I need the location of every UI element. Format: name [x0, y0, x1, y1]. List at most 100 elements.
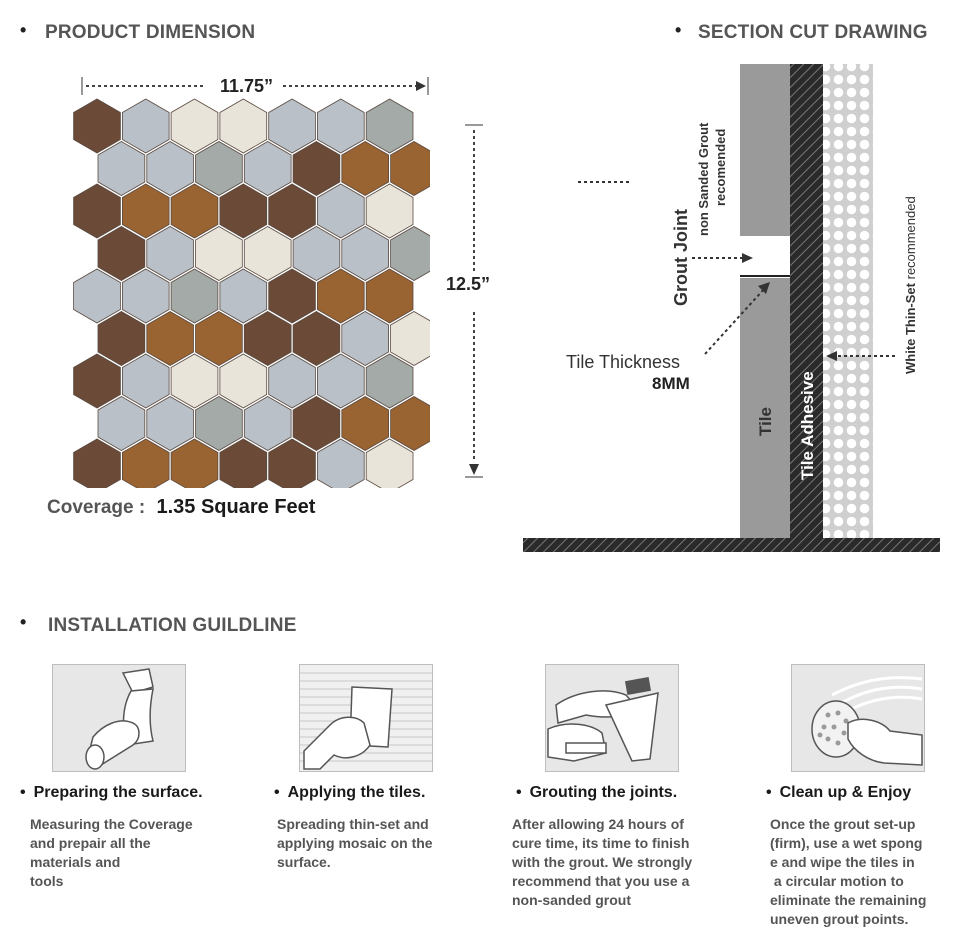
mosaic-hexagon-chip: [146, 226, 194, 281]
mosaic-hexagon-chip: [219, 438, 268, 488]
mosaic-hexagon-chip: [195, 396, 243, 451]
mosaic-hexagon-chip: [146, 396, 194, 451]
mosaic-hexagon-chip: [292, 141, 341, 196]
bullet: •: [20, 20, 27, 40]
mosaic-hexagon-chip: [73, 268, 121, 324]
mosaic-hexagon-chip: [292, 396, 341, 451]
mosaic-hexagon-chip: [390, 396, 430, 451]
bullet: •: [516, 784, 522, 801]
grouting-illustration: [545, 664, 679, 772]
preparing-surface-illustration: [52, 664, 186, 772]
mosaic-hexagon-chip: [170, 438, 219, 488]
step-4-title-text: Clean up & Enjoy: [779, 784, 912, 801]
step-2-description: Spreading thin-set and applying mosaic o…: [277, 815, 433, 872]
mosaic-hexagon-chip: [390, 311, 430, 366]
step-3-line: recommend that you use a: [512, 873, 690, 889]
step-4-line: (firm), use a wet spong: [770, 835, 923, 851]
measuring-hand-icon: [85, 668, 154, 770]
mosaic-hexagon-chip: [122, 268, 170, 324]
step-4-line: uneven grout points.: [770, 911, 909, 927]
coverage-value: 1.35 Square Feet: [156, 496, 316, 518]
step-1-line: materials and: [30, 854, 121, 870]
step-3-line: cure time, its time to finish: [512, 835, 690, 851]
step-1-title-text: Preparing the surface.: [33, 784, 203, 801]
mosaic-hexagon-chip: [122, 183, 170, 239]
mosaic-hexagon-chip: [316, 183, 365, 239]
step-3-title: •Grouting the joints.: [516, 784, 677, 802]
tile-thickness-label: Tile Thickness: [566, 352, 681, 372]
section-cut-title: SECTION CUT DRAWING: [698, 22, 928, 43]
mosaic-hexagon-chip: [243, 311, 292, 366]
product-dimension-title: PRODUCT DIMENSION: [45, 22, 256, 43]
step-4-title: • Clean up & Enjoy: [766, 784, 911, 802]
mosaic-hexagon-chip: [170, 353, 219, 409]
step-1-line: tools: [30, 873, 64, 889]
mosaic-hexagon-chip: [268, 98, 316, 154]
white-thin-set-rest: recommended: [903, 196, 918, 283]
step-2-line: surface.: [277, 854, 331, 870]
mosaic-hexagon-chip: [268, 183, 316, 239]
non-sanded-grout-label: non Sanded Grout: [696, 122, 711, 236]
step-4-line: eliminate the remaining: [770, 892, 927, 908]
step-3-line: with the grout. We strongly: [512, 854, 693, 870]
section-cut-drawing: [523, 64, 940, 552]
mosaic-hexagon-chip: [122, 353, 170, 409]
mosaic-hexagon-chip: [73, 353, 121, 409]
mosaic-hexagon-chip: [97, 396, 146, 451]
width-label: 11.75”: [220, 76, 274, 96]
mosaic-hexagon-chip: [341, 226, 390, 281]
mosaic-hexagon-chip: [219, 268, 268, 324]
step-1-title: • Preparing the surface.: [20, 784, 203, 802]
mosaic-hexagon-chip: [341, 311, 390, 366]
tile-adhesive-label: Tile Adhesive: [798, 371, 817, 480]
hexagon-mosaic-tile: [73, 98, 430, 488]
mosaic-hexagon-chip: [268, 353, 316, 409]
applying-tiles-illustration: [299, 664, 433, 772]
mosaic-hexagon-chip: [365, 353, 414, 409]
step-3-line: After allowing 24 hours of: [512, 816, 684, 832]
step-4-line: a circular motion to: [770, 873, 904, 889]
bullet: •: [20, 784, 26, 801]
height-dimension-arrow: [465, 124, 483, 478]
mosaic-hexagon-chip: [365, 98, 414, 154]
recommended-label: recomended: [713, 128, 728, 206]
step-2-title-text: Applying the tiles.: [287, 784, 426, 801]
mosaic-hexagon-chip: [146, 141, 194, 196]
mosaic-hexagon-chip: [341, 141, 390, 196]
mosaic-hexagon-chip: [268, 438, 316, 488]
mosaic-hexagon-chip: [292, 226, 341, 281]
step-2-line: applying mosaic on the: [277, 835, 433, 851]
step-2-line: Spreading thin-set and: [277, 816, 429, 832]
mosaic-hexagon-chip: [316, 353, 365, 409]
sponge-hand-icon: [811, 676, 923, 766]
mosaic-hexagon-chip: [170, 98, 219, 154]
mosaic-hexagon-chip: [365, 183, 414, 239]
mosaic-hexagon-chip: [292, 311, 341, 366]
step-1-line: and prepair all the: [30, 835, 151, 851]
coverage: Coverage : 1.35 Square Feet: [47, 496, 315, 519]
step-4-line: e and wipe the tiles in: [770, 854, 915, 870]
mosaic-hexagon-chip: [316, 438, 365, 488]
mosaic-hexagon-chip: [219, 98, 268, 154]
mosaic-hexagon-chip: [243, 141, 292, 196]
bullet: •: [766, 784, 772, 801]
mosaic-hexagon-chip: [390, 141, 430, 196]
grout-float-hands-icon: [547, 677, 659, 762]
step-4-description: Once the grout set-up (firm), use a wet …: [770, 815, 926, 929]
mosaic-hexagon-chip: [195, 141, 243, 196]
mosaic-hexagon-chip: [195, 311, 243, 366]
step-3-description: After allowing 24 hours of cure time, it…: [512, 815, 692, 910]
step-1-line: Measuring the Coverage: [30, 816, 193, 832]
tile-label: Tile: [756, 407, 775, 436]
step-2-title: •Applying the tiles.: [274, 784, 425, 802]
coverage-label: Coverage :: [47, 497, 146, 518]
mosaic-hexagon-chip: [195, 226, 243, 281]
white-thin-set-bold: White Thin-Set: [903, 283, 918, 374]
mosaic-hexagon-chip: [316, 98, 365, 154]
mosaic-hexagon-chip: [73, 438, 121, 488]
clean-up-illustration: [791, 664, 925, 772]
mosaic-hexagon-chip: [219, 183, 268, 239]
mosaic-hexagon-chip: [122, 98, 170, 154]
bullet: •: [20, 612, 27, 632]
mosaic-hexagon-chip: [316, 268, 365, 324]
